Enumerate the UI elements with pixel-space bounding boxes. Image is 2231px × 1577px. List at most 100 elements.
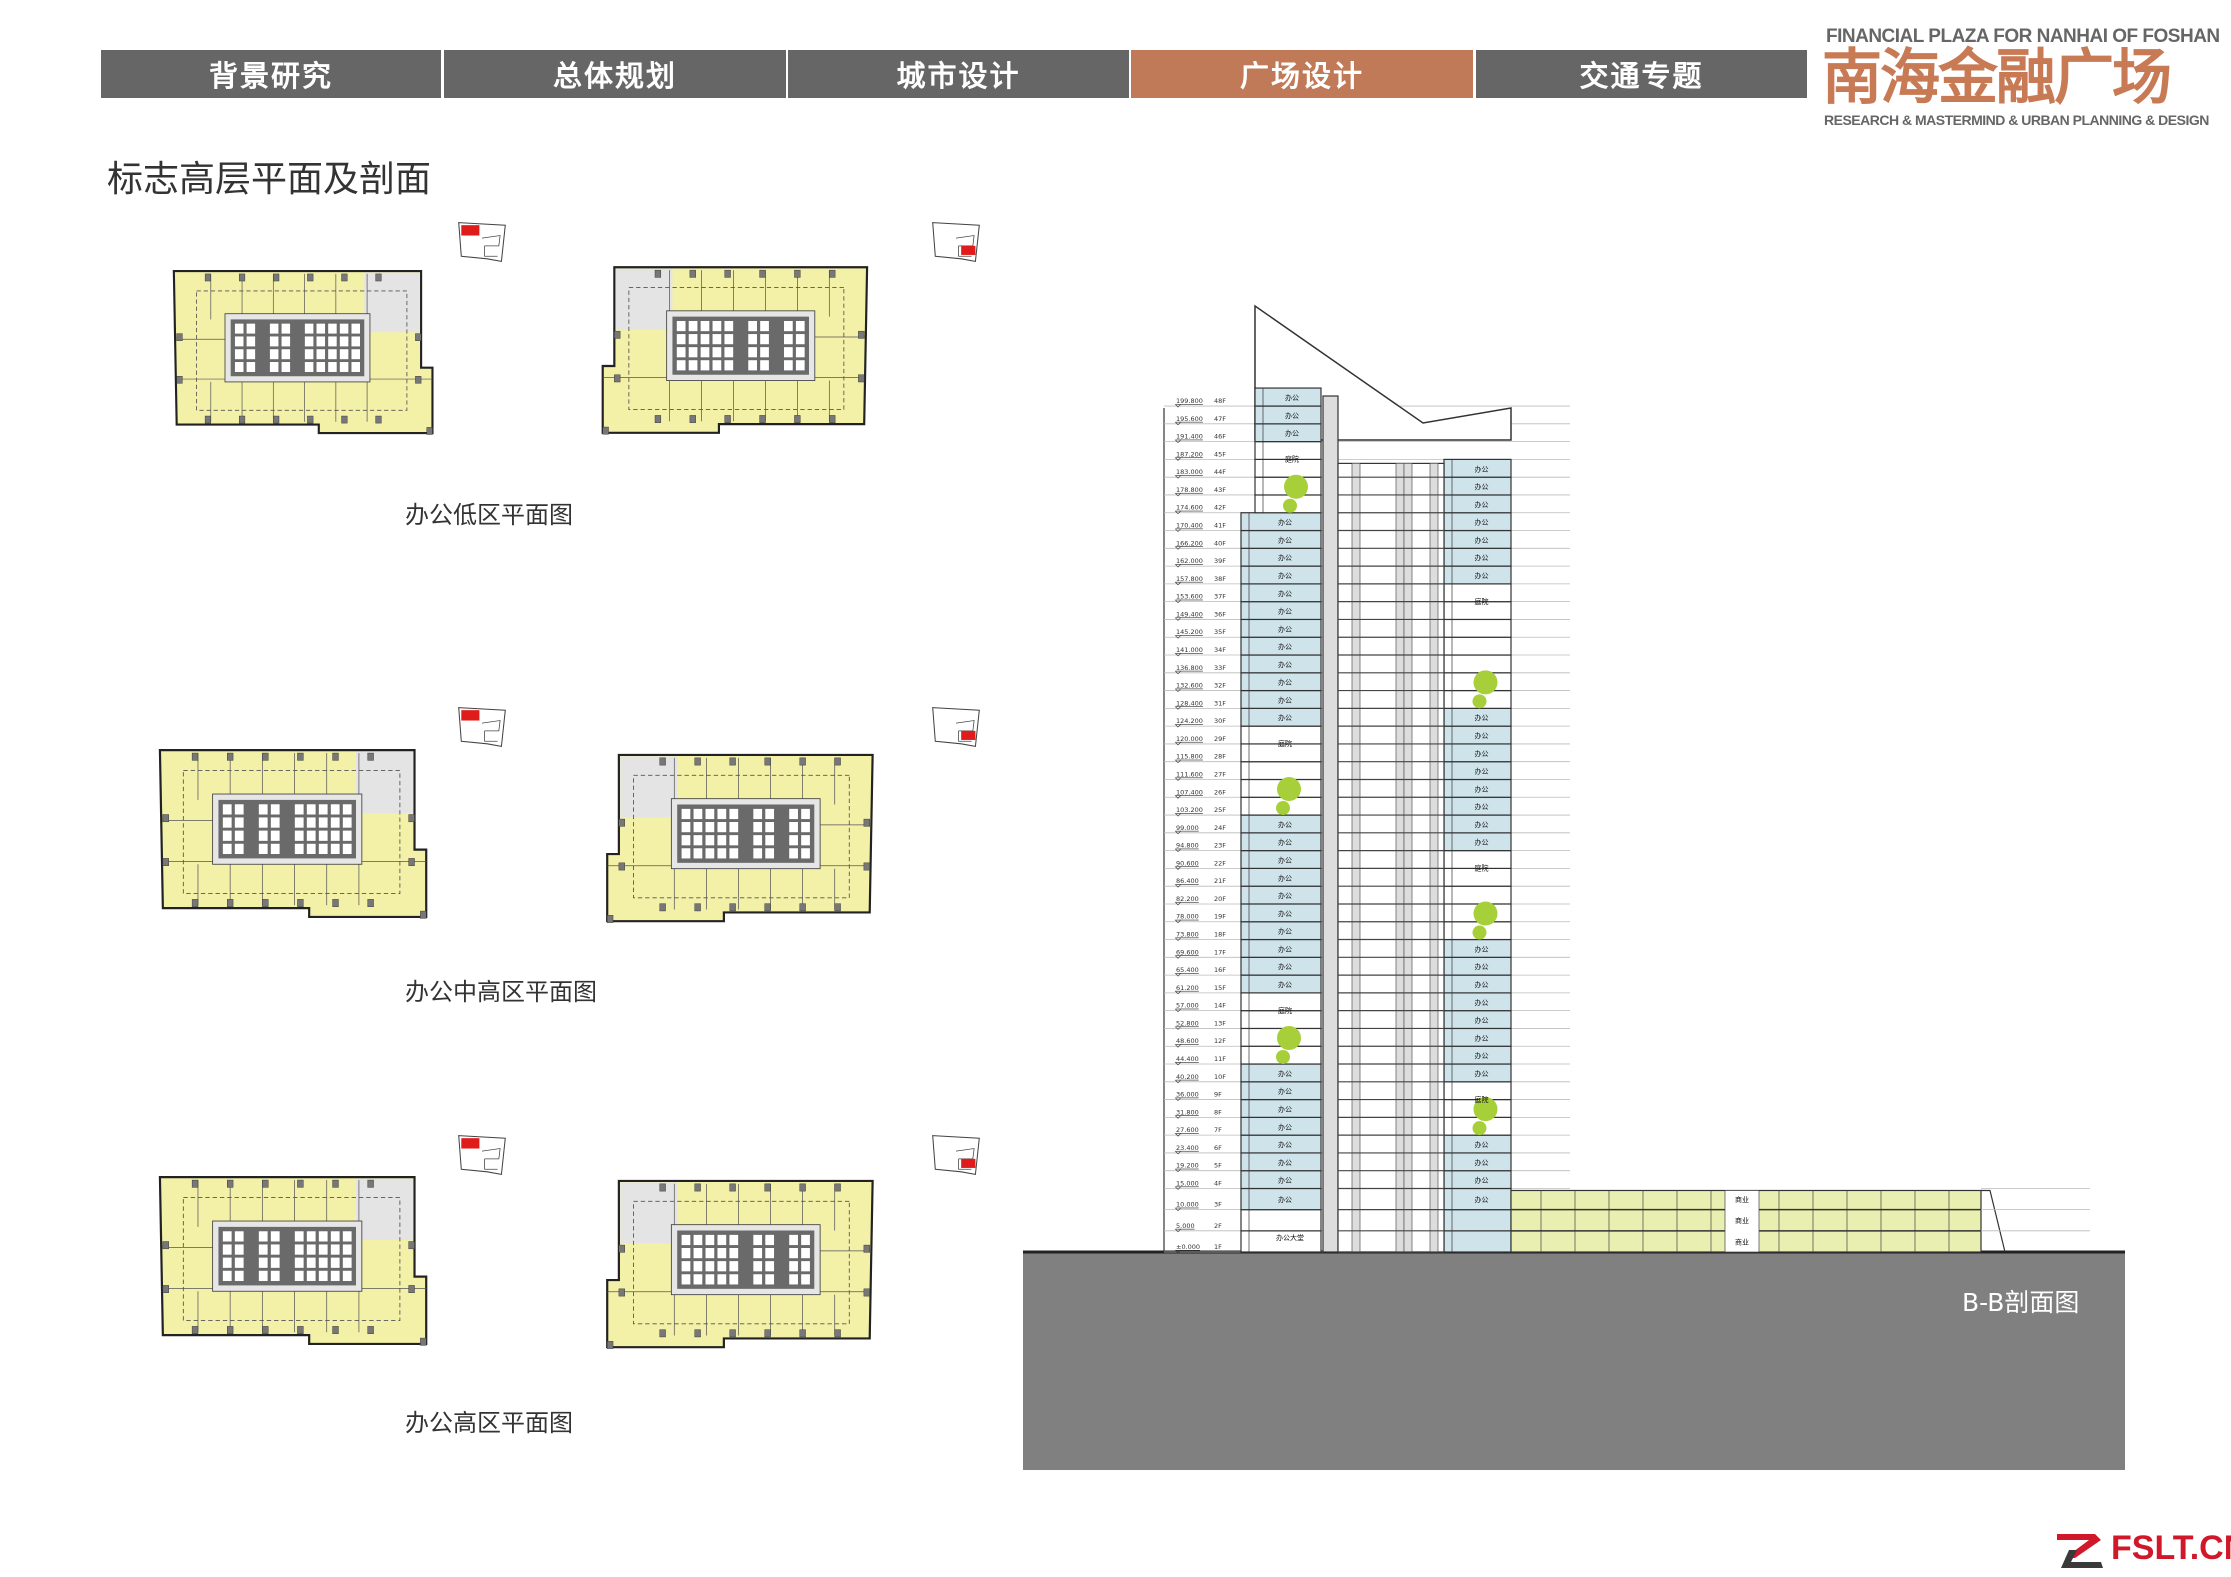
- watermark-text: FSLT.CN: [2111, 1528, 2231, 1567]
- level-floor: 24F: [1214, 824, 1226, 832]
- caption-mid-zone: 办公中高区平面图: [405, 978, 597, 1006]
- level-floor: 34F: [1214, 646, 1226, 654]
- plan-column: [764, 1183, 771, 1192]
- level-floor: 12F: [1214, 1037, 1226, 1045]
- room-label-office: 办公: [1278, 624, 1292, 633]
- room-label-office: 办公: [1278, 962, 1292, 971]
- level-elevation: 111.600: [1176, 770, 1203, 778]
- sky-garden-cell: [1240, 761, 1322, 781]
- logo-subtitle: RESEARCH & MASTERMIND & URBAN PLANNING &…: [1824, 112, 2209, 128]
- level-elevation: 61.200: [1176, 984, 1199, 992]
- plan-column: [297, 1326, 304, 1334]
- room-label-office: 办公: [1278, 909, 1292, 918]
- room-label-retail: 商业: [1735, 1237, 1749, 1246]
- tab-plaza-design[interactable]: 广场设计: [1131, 50, 1473, 98]
- plan-column: [238, 415, 246, 424]
- level-elevation: 191.400: [1176, 433, 1203, 441]
- tab-traffic[interactable]: 交通专题: [1476, 50, 1807, 98]
- level-floor: 31F: [1214, 699, 1226, 707]
- shaft-strip: [1429, 463, 1439, 1253]
- level-floor: 16F: [1214, 966, 1226, 974]
- room-label-office: 办公: [1475, 713, 1489, 722]
- key-map-highlight: [961, 245, 976, 255]
- room-label-retail: 商业: [1735, 1195, 1749, 1204]
- plan-column: [204, 415, 212, 424]
- plan-column: [191, 1326, 199, 1334]
- level-floor: 30F: [1214, 717, 1226, 725]
- plan-column: [694, 903, 701, 912]
- plan-column: [759, 269, 766, 278]
- key-map-icon: [932, 222, 980, 263]
- plan-column: [799, 903, 806, 912]
- sky-garden-cell: [1443, 636, 1512, 656]
- plan-dashed-line: [182, 1197, 401, 1321]
- room-label-office: 办公: [1475, 802, 1489, 811]
- level-elevation: 166.200: [1176, 539, 1203, 547]
- plan-column: [863, 818, 870, 827]
- plan-service-area: [364, 272, 420, 333]
- ground-block: [1023, 1252, 2125, 1470]
- plan-column: [858, 330, 865, 339]
- plan-column: [689, 415, 696, 423]
- level-elevation: 40.200: [1176, 1073, 1199, 1081]
- plan-column: [834, 1329, 841, 1338]
- plan-column: [367, 1179, 374, 1188]
- key-map-icon: [932, 1135, 980, 1176]
- room-label-office: 办公: [1475, 518, 1489, 527]
- tree-icon: [1277, 1026, 1301, 1051]
- level-floor: 6F: [1214, 1144, 1222, 1152]
- level-floor: 47F: [1214, 415, 1226, 423]
- level-elevation: 99.000: [1176, 824, 1199, 832]
- plan-column: [799, 757, 806, 766]
- office-cell: [1443, 1230, 1512, 1253]
- tab-master-plan[interactable]: 总体规划: [444, 50, 786, 98]
- room-label-office: 办公: [1475, 1033, 1489, 1042]
- plan-column: [694, 1329, 701, 1338]
- level-elevation: 178.800: [1176, 486, 1203, 494]
- sky-garden-cell: [1443, 885, 1512, 905]
- level-elevation: 132.600: [1176, 682, 1203, 690]
- plan-column: [694, 1183, 701, 1192]
- level-floor: 33F: [1214, 664, 1226, 672]
- level-elevation: 107.400: [1176, 788, 1203, 796]
- tree-icon: [1276, 1050, 1290, 1065]
- plan-column: [863, 1244, 870, 1253]
- room-label-office: 办公: [1278, 553, 1292, 562]
- caption-low-zone: 办公低区平面图: [405, 501, 573, 529]
- tree-icon: [1473, 670, 1498, 695]
- level-floor: 39F: [1214, 557, 1226, 565]
- room-label-office: 办公: [1475, 1016, 1489, 1025]
- plan-column: [834, 1183, 841, 1192]
- plan-column: [227, 1179, 234, 1188]
- plan-column: [654, 269, 662, 278]
- room-label-office: 办公: [1278, 1122, 1292, 1131]
- plan-column: [176, 376, 183, 384]
- level-floor: 9F: [1214, 1091, 1222, 1099]
- level-elevation: 120.000: [1176, 735, 1203, 743]
- level-elevation: 128.400: [1176, 699, 1203, 707]
- level-floor: 1F: [1214, 1243, 1222, 1251]
- room-label-office: 办公: [1278, 607, 1292, 616]
- room-label-garden: 庭院: [1278, 739, 1292, 748]
- level-elevation: 199.800: [1176, 397, 1203, 405]
- room-label-office: 办公: [1475, 784, 1489, 793]
- plan-column: [408, 1241, 415, 1250]
- level-floor: 28F: [1214, 753, 1226, 761]
- plan-column: [724, 415, 731, 423]
- level-elevation: 23.400: [1176, 1144, 1199, 1152]
- room-label-retail: 商业: [1735, 1216, 1749, 1225]
- floor-plan-mid-right: [606, 753, 874, 923]
- level-elevation: 10.000: [1176, 1201, 1199, 1209]
- room-label-office: 办公: [1475, 980, 1489, 989]
- floor-plan-mid-left: [158, 749, 428, 919]
- level-floor: 11F: [1214, 1055, 1226, 1063]
- tab-background-research[interactable]: 背景研究: [101, 50, 441, 98]
- level-elevation: 44.400: [1176, 1055, 1199, 1063]
- room-label-office: 办公: [1278, 695, 1292, 704]
- tree-icon: [1472, 694, 1487, 709]
- plan-column: [618, 1244, 625, 1253]
- plan-column: [764, 757, 771, 766]
- plan-column: [415, 376, 422, 384]
- room-label-office: 办公: [1278, 713, 1292, 722]
- tab-urban-design[interactable]: 城市设计: [788, 50, 1129, 98]
